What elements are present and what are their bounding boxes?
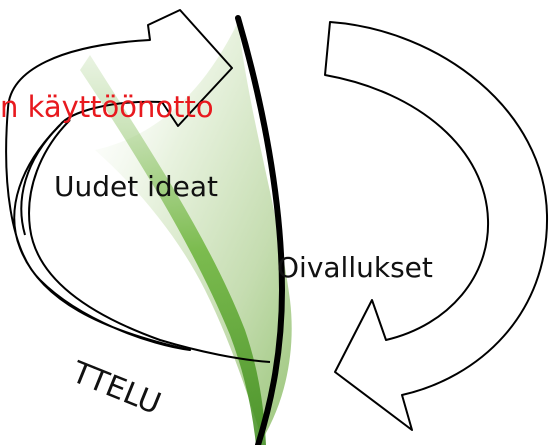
right-label: Oivallukset xyxy=(277,251,433,284)
right-cycle-arrow xyxy=(324,21,549,431)
left-cycle-arrow-head xyxy=(5,9,233,351)
bottom-left-label: TTELU xyxy=(66,355,166,422)
left-label: Uudet ideat xyxy=(54,170,218,203)
left-ellipse-inner xyxy=(20,124,61,236)
green-stem xyxy=(80,55,266,445)
left-cycle-arrow xyxy=(28,119,271,363)
top-left-label: n käyttöönotto xyxy=(0,90,214,124)
black-stem xyxy=(235,15,286,445)
